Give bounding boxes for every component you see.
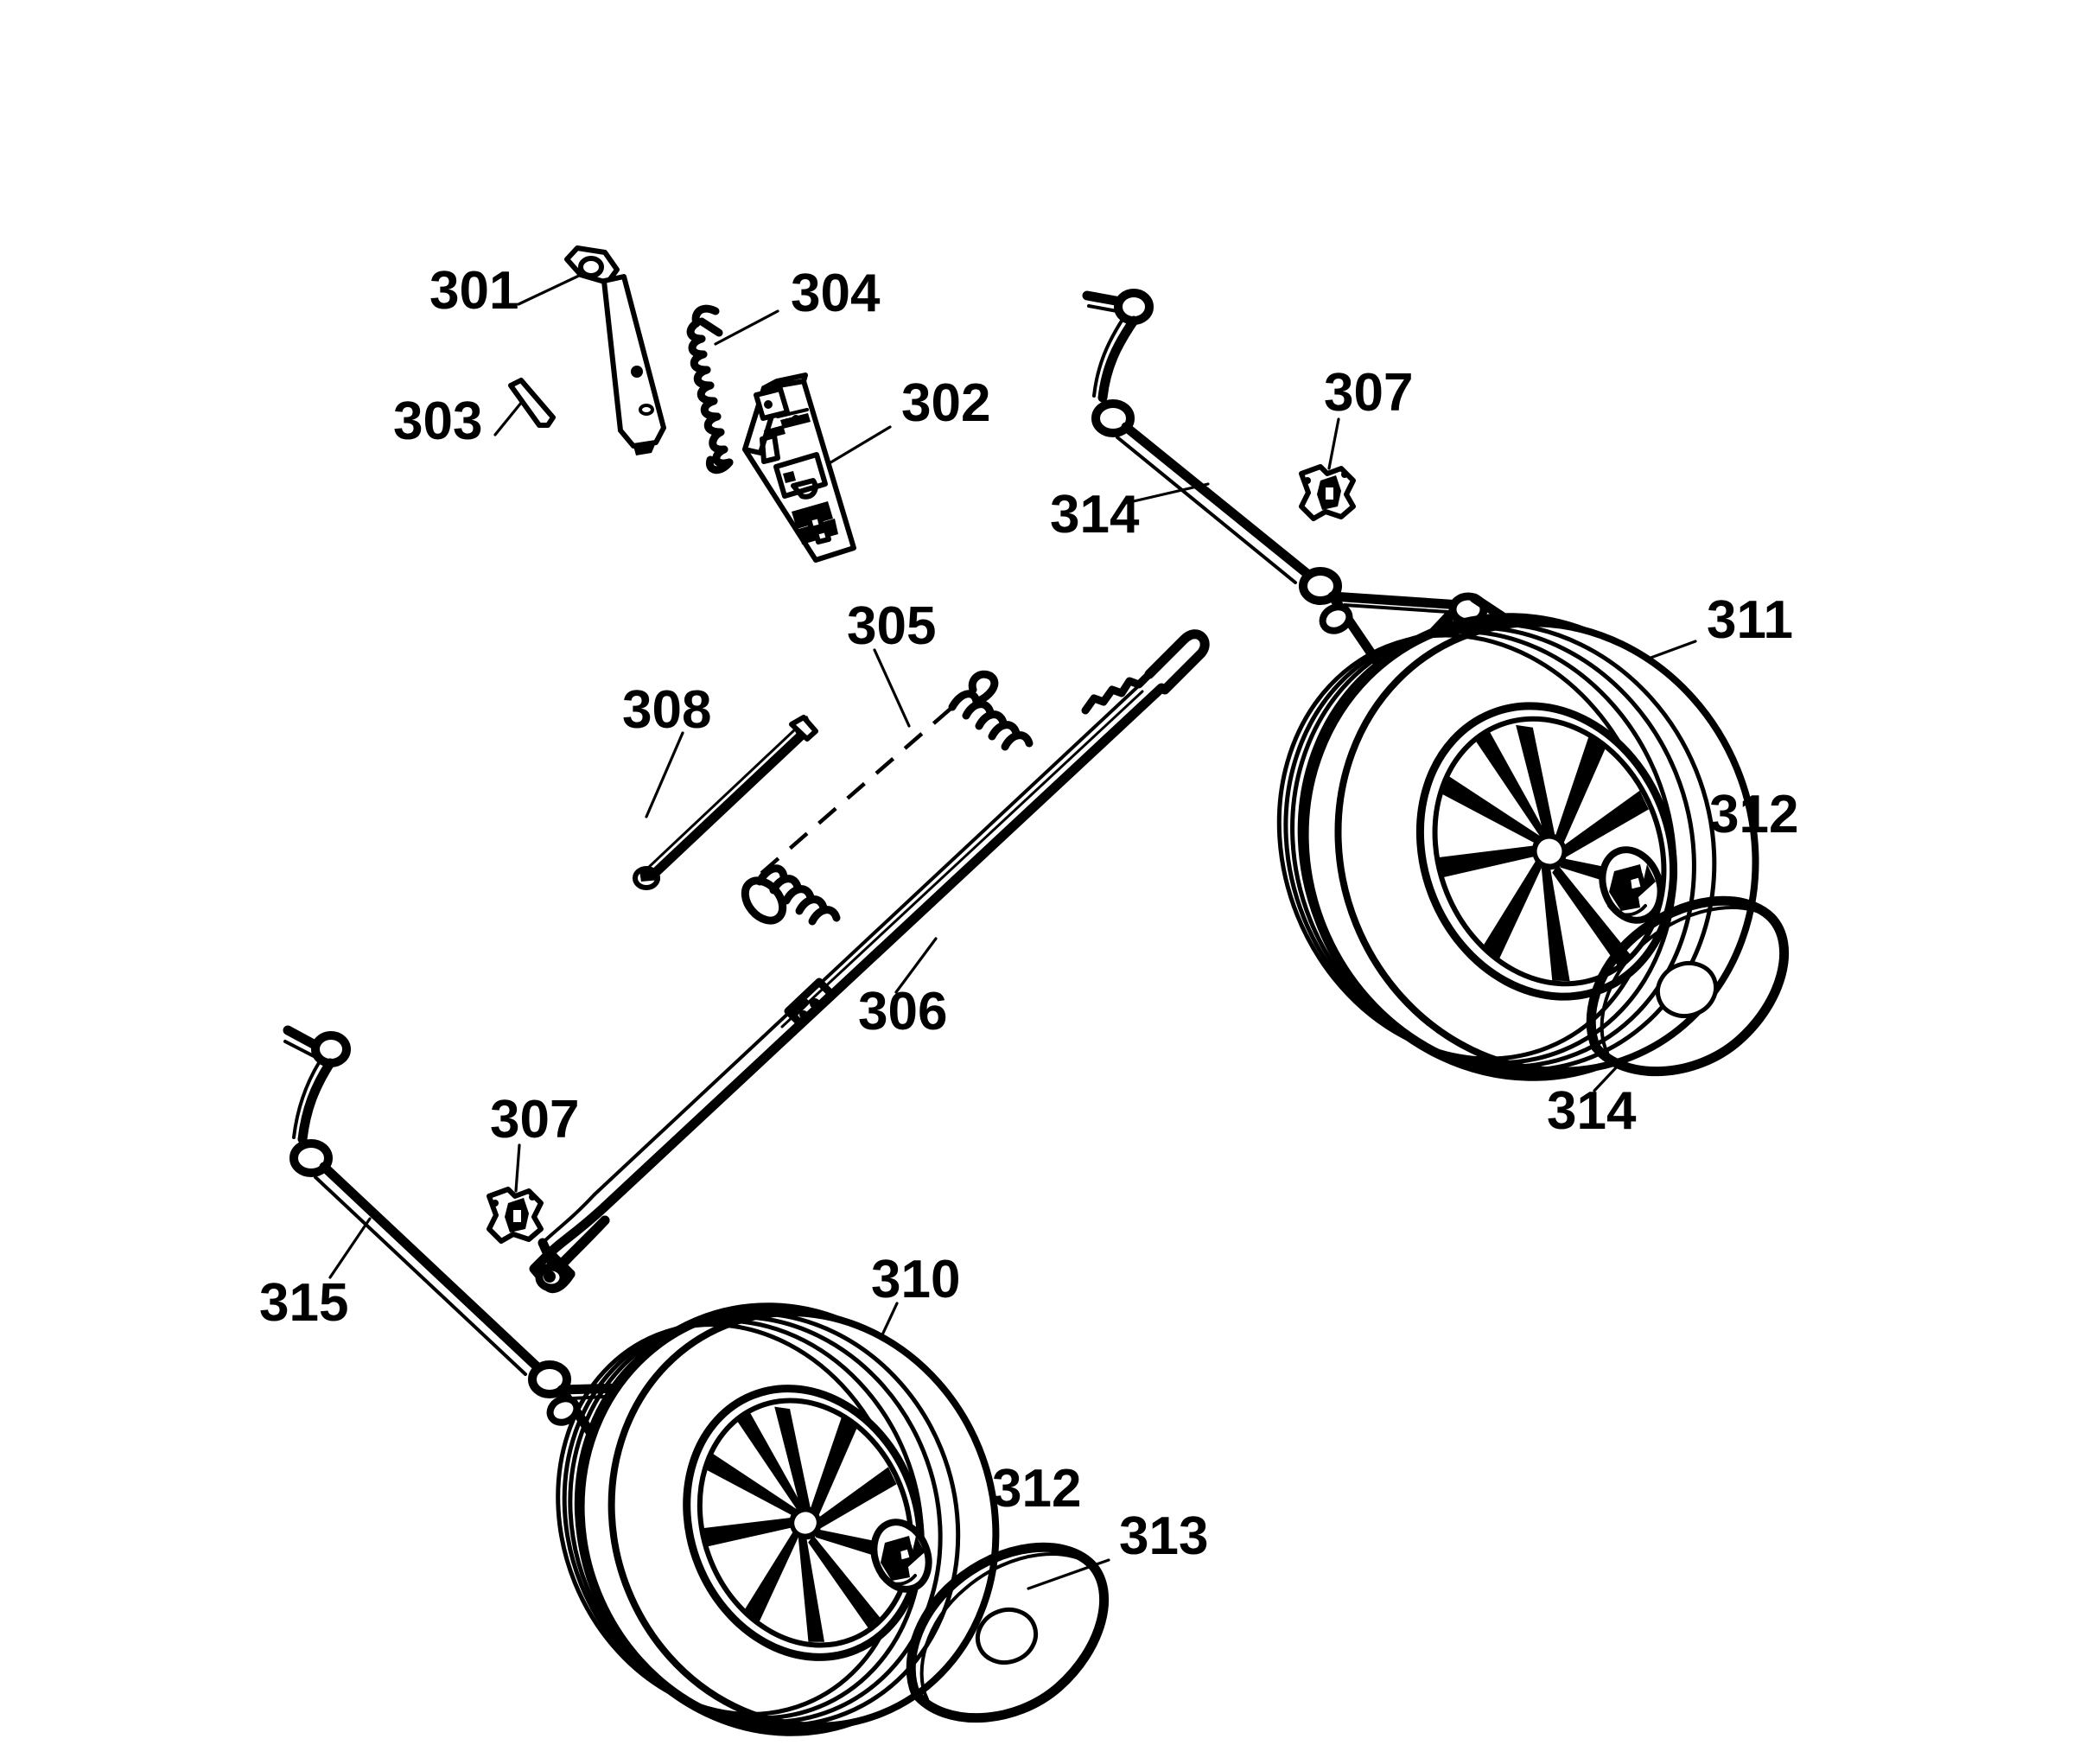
- callout-302: 302: [901, 373, 991, 433]
- callout-301: 301: [429, 261, 519, 321]
- part-310-front-wheel: [556, 1302, 1000, 1736]
- part-307-axle-retainer-clip-upper: [1299, 464, 1356, 521]
- callout-312-upper: 312: [1709, 785, 1799, 844]
- callout-307-lower: 307: [490, 1090, 580, 1149]
- part-311-rear-wheel: [1276, 613, 1759, 1081]
- part-302-height-adjuster-bracket: [742, 373, 856, 563]
- part-314-hubcap-disc-upper: [1586, 895, 1790, 1077]
- callout-306: 306: [858, 982, 948, 1041]
- part-312-hubcap-retainer-clip-upper: [1599, 846, 1664, 924]
- part-308-link-rod: [633, 715, 818, 890]
- callout-314-rear-axle: 314: [1050, 485, 1140, 544]
- part-305-compression-spring-set: [741, 670, 1034, 926]
- callout-314-hubcap: 314: [1547, 1081, 1637, 1141]
- part-307-axle-retainer-clip-lower: [487, 1187, 544, 1244]
- part-303-cotter-pin: [508, 378, 556, 428]
- callout-308: 308: [622, 680, 712, 740]
- callout-313: 313: [1119, 1506, 1209, 1566]
- callout-307-upper: 307: [1324, 363, 1414, 423]
- callout-303: 303: [393, 392, 483, 451]
- part-301-adjuster-lever-arm: [564, 245, 666, 455]
- part-304-extension-spring: [686, 304, 734, 474]
- callout-305: 305: [847, 596, 937, 656]
- callout-312-lower: 312: [992, 1459, 1082, 1519]
- callout-315: 315: [259, 1273, 349, 1333]
- part-313-hubcap-disc-lower: [906, 1542, 1110, 1723]
- part-306-height-adjuster-lever: [529, 629, 1210, 1294]
- callout-311: 311: [1707, 590, 1794, 650]
- callout-304: 304: [791, 264, 881, 323]
- part-312-hubcap-retainer-clip-lower: [870, 1519, 932, 1593]
- callout-310: 310: [871, 1250, 961, 1309]
